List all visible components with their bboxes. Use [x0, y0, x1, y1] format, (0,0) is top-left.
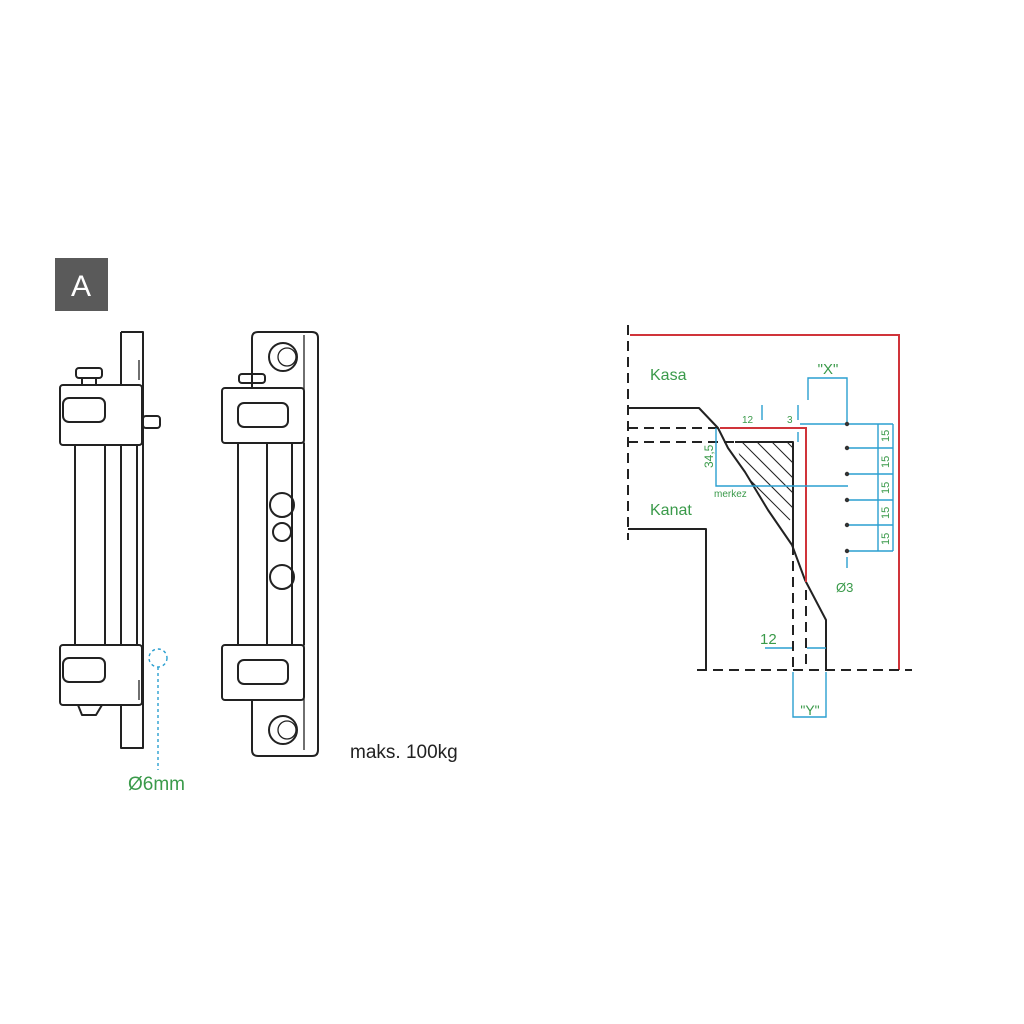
frame-label: Kasa — [650, 367, 687, 384]
center-label: merkez — [714, 489, 747, 500]
x-dimension-label: "X" — [818, 361, 839, 378]
installation-section-drawing: Kasa Kanat "X" "Y" 12 3 34,5 merkez 15 1… — [627, 325, 912, 718]
hole-spacing-4: 15 — [880, 507, 892, 519]
dim-34-5: 34,5 — [702, 444, 716, 468]
sash-label: Kanat — [650, 502, 692, 519]
hinge-side-view: Ø6mm — [59, 331, 185, 795]
dim-3: 3 — [787, 415, 793, 426]
hole-dots — [844, 421, 850, 554]
hole-diameter-label: Ø3 — [836, 580, 853, 595]
hole-spacing-1: 15 — [880, 430, 892, 442]
hinge-front-view — [221, 331, 319, 757]
y-dimension-label: "Y" — [800, 702, 819, 718]
hole-spacing-5: 15 — [880, 533, 892, 545]
hole-spacing-3: 15 — [880, 482, 892, 494]
dim-bottom-12: 12 — [760, 631, 777, 648]
max-load-label: maks. 100kg — [350, 742, 458, 763]
hatched-area — [735, 442, 793, 541]
section-badge: A — [55, 258, 108, 311]
pin-diameter-label: Ø6mm — [128, 774, 185, 795]
dim-top-12: 12 — [742, 415, 754, 426]
hole-spacing-2: 15 — [880, 456, 892, 468]
badge-label: A — [71, 270, 91, 303]
